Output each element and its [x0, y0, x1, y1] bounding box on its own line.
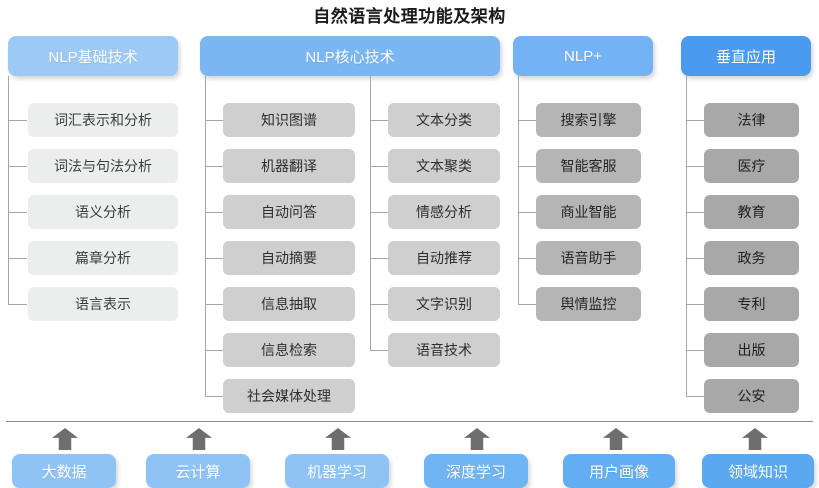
item-basic-1[interactable]: 词法与句法分析 [28, 149, 178, 183]
item-core-right-0[interactable]: 文本分类 [388, 103, 500, 137]
item-core-left-0[interactable]: 知识图谱 [223, 103, 355, 137]
item-basic-0[interactable]: 词汇表示和分析 [28, 103, 178, 137]
connector-branch [370, 258, 388, 259]
item-plus-3[interactable]: 语音助手 [536, 241, 641, 275]
connector-branch [205, 212, 223, 213]
item-vertical-0[interactable]: 法律 [704, 103, 799, 137]
item-vertical-5[interactable]: 出版 [704, 333, 799, 367]
connector-trunk-core-right [370, 76, 371, 350]
connector-branch [205, 166, 223, 167]
foundation-box-3[interactable]: 深度学习 [424, 454, 528, 488]
connector-branch [686, 258, 704, 259]
connector-trunk-core-left [205, 76, 206, 396]
foundation-box-4[interactable]: 用户画像 [563, 454, 675, 488]
connector-branch [518, 212, 536, 213]
item-core-right-3[interactable]: 自动推荐 [388, 241, 500, 275]
item-core-left-3[interactable]: 自动摘要 [223, 241, 355, 275]
up-arrow-icon [325, 428, 351, 450]
foundation-box-2[interactable]: 机器学习 [285, 454, 389, 488]
connector-branch [518, 304, 536, 305]
connector-branch [8, 212, 27, 213]
header-nlp-plus[interactable]: NLP+ [513, 36, 653, 76]
connector-branch [8, 166, 27, 167]
connector-branch [518, 258, 536, 259]
connector-branch [686, 304, 704, 305]
connector-branch [370, 304, 388, 305]
item-core-left-2[interactable]: 自动问答 [223, 195, 355, 229]
connector-branch [370, 212, 388, 213]
connector-branch [518, 120, 536, 121]
item-basic-3[interactable]: 篇章分析 [28, 241, 178, 275]
item-core-right-5[interactable]: 语音技术 [388, 333, 500, 367]
item-vertical-1[interactable]: 医疗 [704, 149, 799, 183]
connector-branch [518, 166, 536, 167]
connector-branch [205, 120, 223, 121]
item-vertical-3[interactable]: 政务 [704, 241, 799, 275]
page-title: 自然语言处理功能及架构 [313, 7, 506, 26]
header-nlp-core[interactable]: NLP核心技术 [200, 36, 500, 76]
foundation-box-0[interactable]: 大数据 [12, 454, 116, 488]
item-vertical-4[interactable]: 专利 [704, 287, 799, 321]
header-vertical-app[interactable]: 垂直应用 [681, 36, 811, 76]
up-arrow-icon [52, 428, 78, 450]
item-core-right-4[interactable]: 文字识别 [388, 287, 500, 321]
connector-trunk-plus [518, 76, 519, 304]
connector-branch [205, 350, 223, 351]
item-core-left-5[interactable]: 信息检索 [223, 333, 355, 367]
foundation-divider [6, 421, 813, 422]
item-core-left-4[interactable]: 信息抽取 [223, 287, 355, 321]
item-plus-4[interactable]: 舆情监控 [536, 287, 641, 321]
connector-branch [686, 212, 704, 213]
up-arrow-icon [186, 428, 212, 450]
up-arrow-icon [603, 428, 629, 450]
item-vertical-6[interactable]: 公安 [704, 379, 799, 413]
connector-branch [370, 120, 388, 121]
connector-branch [8, 120, 27, 121]
item-plus-0[interactable]: 搜索引擎 [536, 103, 641, 137]
connector-branch [686, 396, 704, 397]
connector-branch [8, 258, 27, 259]
connector-trunk-vertical [686, 76, 687, 396]
header-nlp-basic[interactable]: NLP基础技术 [8, 36, 178, 76]
item-vertical-2[interactable]: 教育 [704, 195, 799, 229]
connector-branch [686, 166, 704, 167]
item-basic-2[interactable]: 语义分析 [28, 195, 178, 229]
item-plus-1[interactable]: 智能客服 [536, 149, 641, 183]
up-arrow-icon [742, 428, 768, 450]
item-core-right-2[interactable]: 情感分析 [388, 195, 500, 229]
foundation-box-1[interactable]: 云计算 [146, 454, 250, 488]
connector-branch [370, 166, 388, 167]
item-core-right-1[interactable]: 文本聚类 [388, 149, 500, 183]
up-arrow-icon [464, 428, 490, 450]
connector-trunk-basic [8, 76, 9, 304]
connector-branch [205, 258, 223, 259]
item-core-left-6[interactable]: 社会媒体处理 [223, 379, 355, 413]
connector-branch [686, 120, 704, 121]
connector-branch [370, 350, 388, 351]
item-core-left-1[interactable]: 机器翻译 [223, 149, 355, 183]
item-basic-4[interactable]: 语言表示 [28, 287, 178, 321]
connector-branch [205, 304, 223, 305]
connector-branch [686, 350, 704, 351]
connector-branch [205, 396, 223, 397]
connector-branch [8, 304, 27, 305]
item-plus-2[interactable]: 商业智能 [536, 195, 641, 229]
foundation-box-5[interactable]: 领域知识 [702, 454, 814, 488]
